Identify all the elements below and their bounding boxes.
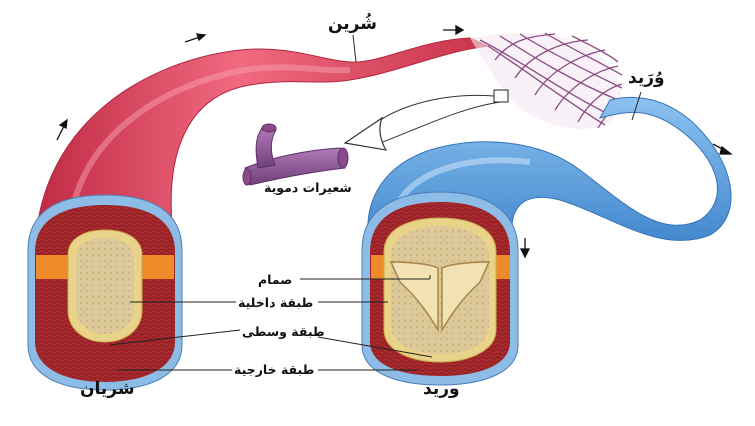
zoom-leader-line [367,94,495,131]
label-middle-layer: طبقة وسطى [242,324,325,339]
label-outer-layer: طبقة خارجية [234,362,315,377]
label-arteriole: شُرين [328,14,377,34]
label-venule: وُرَيد [628,68,665,88]
capillary-bed [470,32,623,130]
label-inner-layer: طبقة داخلية [238,295,314,310]
zoom-arrow-icon [343,116,388,151]
label-capillaries: شعيرات دموية [264,180,352,195]
flow-arrows [56,24,733,259]
capillary-segment-illustration [242,123,349,186]
label-valve: صمام [258,272,293,287]
vein-cross-section [361,191,519,386]
label-vein: وريد [423,379,460,399]
leader-lines [109,34,642,371]
artery-tube [34,37,490,251]
label-artery: شريان [80,379,135,399]
artery-cross-section [27,194,183,391]
